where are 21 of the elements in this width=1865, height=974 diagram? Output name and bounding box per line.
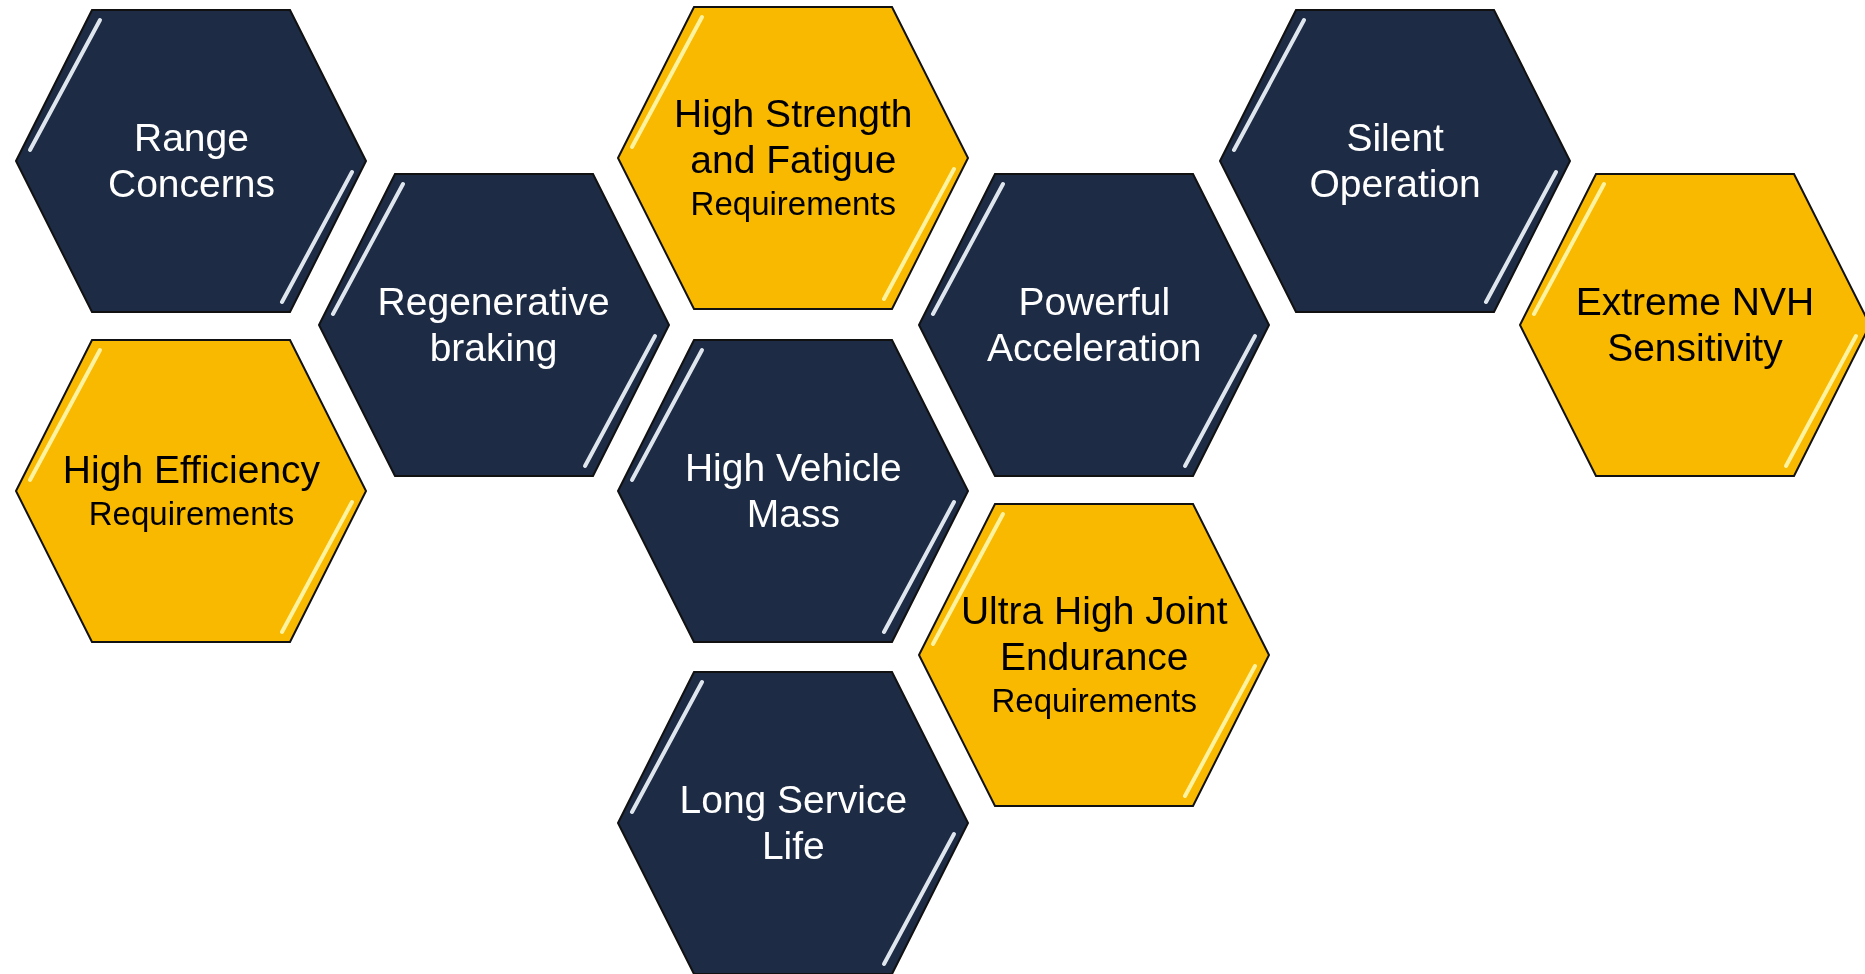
tile-label: Range Concerns (107, 114, 276, 207)
tile-label: Silent Operation (1308, 114, 1482, 207)
hexagon-tile (1517, 171, 1865, 478)
tile-label: Regenerative braking (376, 278, 611, 371)
tile-label: Extreme NVH Sensitivity (1574, 278, 1816, 371)
hexagon-tile (616, 670, 971, 974)
tile-label: High Strength and Fatigue (673, 91, 914, 184)
hexagon-tile (917, 502, 1272, 809)
tile-label: Long Service Life (678, 777, 909, 870)
hexagon-tile (616, 5, 971, 312)
hexagon-tile (1218, 7, 1573, 314)
hexagon-tile (917, 171, 1272, 478)
tile-label: Requirements (991, 681, 1197, 722)
tile-label: Powerful Acceleration (985, 278, 1203, 371)
tile-label: Requirements (690, 184, 897, 225)
tile-label: High Efficiency (62, 447, 321, 494)
hexagon-tile (14, 7, 369, 314)
hexagon-tile (14, 338, 369, 645)
tile-label: High Vehicle Mass (683, 445, 903, 538)
tile-label: Requirements (88, 494, 295, 535)
tile-label: Ultra High Joint Endurance (959, 588, 1229, 681)
